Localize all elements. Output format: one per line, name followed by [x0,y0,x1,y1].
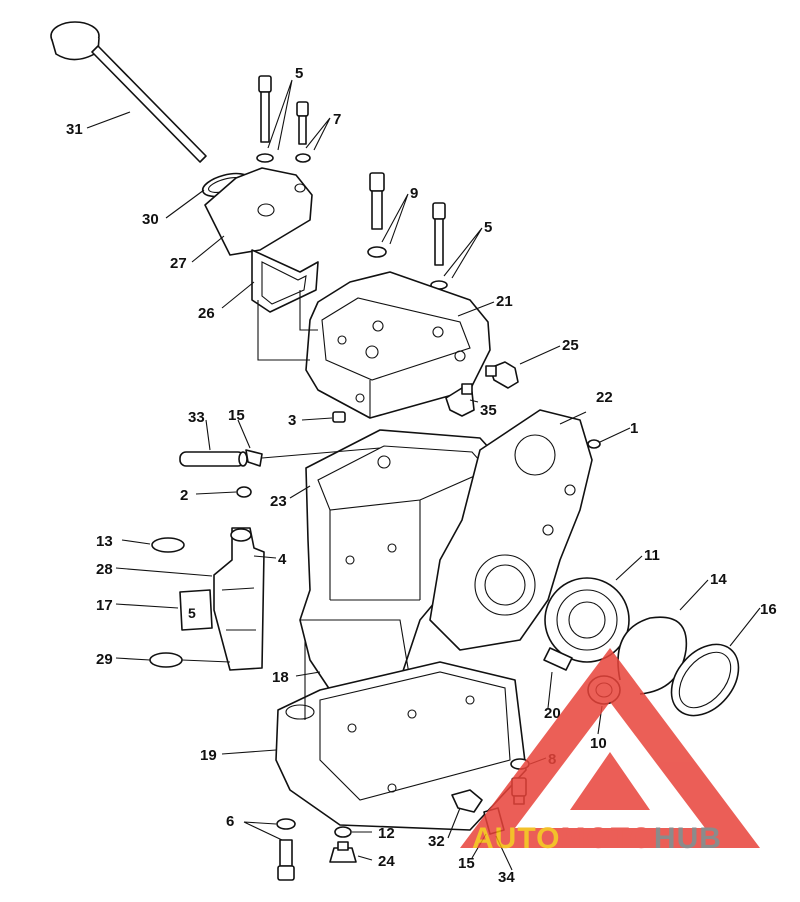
callout-29: 29 [96,651,113,668]
watermark-logo-icon [460,648,760,848]
breather-fitting [485,361,519,389]
callout-28: 28 [96,561,113,578]
callout-labels: 31 5 7 30 27 26 9 5 21 25 35 22 1 33 15 … [66,65,777,886]
callout-5-mid: 5 [484,219,492,236]
bolt-6 [276,818,296,881]
callout-34: 34 [498,869,515,886]
bolt-top-5 [256,75,274,163]
side-gasket-22 [429,409,593,651]
callout-27: 27 [170,255,187,272]
fitting-32 [451,789,483,813]
oring-13 [151,537,185,553]
callout-24: 24 [378,853,395,870]
callout-18: 18 [272,669,289,686]
callout-5-top: 5 [295,65,303,82]
filter-housing [213,527,265,671]
bolt-9 [367,172,387,258]
bearing-11 [544,577,630,663]
callout-11: 11 [644,547,660,564]
filler-housing [204,167,313,256]
callout-30: 30 [142,211,159,228]
top-cover [305,271,491,419]
callout-26: 26 [198,305,215,322]
callout-10: 10 [590,735,607,752]
watermark: AUTOMOTOHUB [460,648,760,855]
callout-33: 33 [188,409,205,426]
callout-6: 6 [226,813,234,830]
dowel-2 [236,486,252,498]
callout-15-upper: 15 [228,407,245,424]
callout-2: 2 [180,487,188,504]
seal-16 [670,643,740,717]
callout-31: 31 [66,121,83,138]
callout-14: 14 [710,571,727,588]
callout-22: 22 [596,389,613,406]
tube-33 [179,451,248,467]
callout-19: 19 [200,747,217,764]
callout-17: 17 [96,597,113,614]
svg-text:AUTOMOTOHUB: AUTOMOTOHUB [472,822,722,855]
pin-20 [543,647,573,671]
plug-3 [332,411,346,423]
callout-12: 12 [378,825,395,842]
dowel-1 [587,439,601,449]
plate-17: 5 [179,589,213,631]
callout-20: 20 [544,705,561,722]
callout-9: 9 [410,185,418,202]
fitting-35 [445,383,475,417]
callout-32: 32 [428,833,445,850]
watermark-auto: AUTO [472,822,560,855]
plate-mark: 5 [188,605,196,621]
drain-plug-24 [329,841,357,863]
washer-12 [334,826,352,838]
watermark-moto: MOTO [560,822,653,855]
callout-7: 7 [333,111,341,128]
callout-21: 21 [496,293,513,310]
callout-13: 13 [96,533,113,550]
callout-1: 1 [630,420,638,437]
callout-15-lower: 15 [458,855,475,872]
callout-3: 3 [288,412,296,429]
clip-15-upper [245,449,263,467]
watermark-hub: HUB [654,822,722,855]
oil-pan [275,661,527,831]
oring-29 [149,652,183,668]
gasket-26 [251,249,319,313]
callout-25: 25 [562,337,579,354]
bolt-7 [295,101,311,163]
callout-35: 35 [480,402,497,419]
assembly-guide-lines [257,290,381,720]
snap-ring-14 [617,616,688,695]
callout-23: 23 [270,493,287,510]
callout-4: 4 [278,551,287,568]
callout-16: 16 [760,601,777,618]
dipstick [50,21,207,163]
